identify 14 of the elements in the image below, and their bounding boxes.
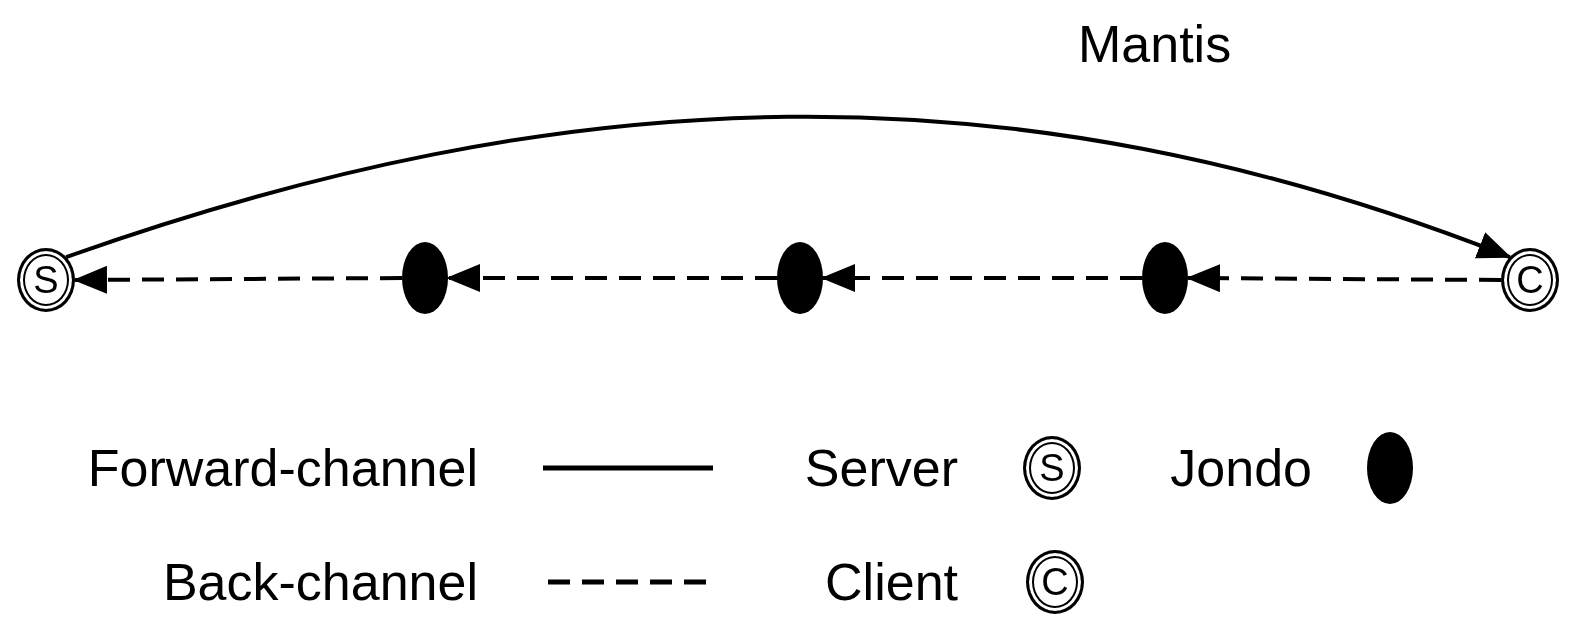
dashed-arrow [446,264,777,292]
dashed-arrow [1186,264,1501,293]
legend-label: Forward-channel [87,442,478,494]
legend-label: Back-channel [162,556,478,608]
legend-client-icon: C [1026,550,1084,614]
dashed-arrow [821,264,1142,292]
legend-server-icon: S [1023,436,1081,500]
legend-label: Client [825,556,958,608]
legend-label: Jondo [1170,442,1312,494]
curved-arrow [65,114,1512,260]
dashed-arrow [73,265,402,294]
server-symbol: S [17,248,75,312]
legend-label: Server [804,442,958,494]
client-symbol: C [1501,248,1559,312]
